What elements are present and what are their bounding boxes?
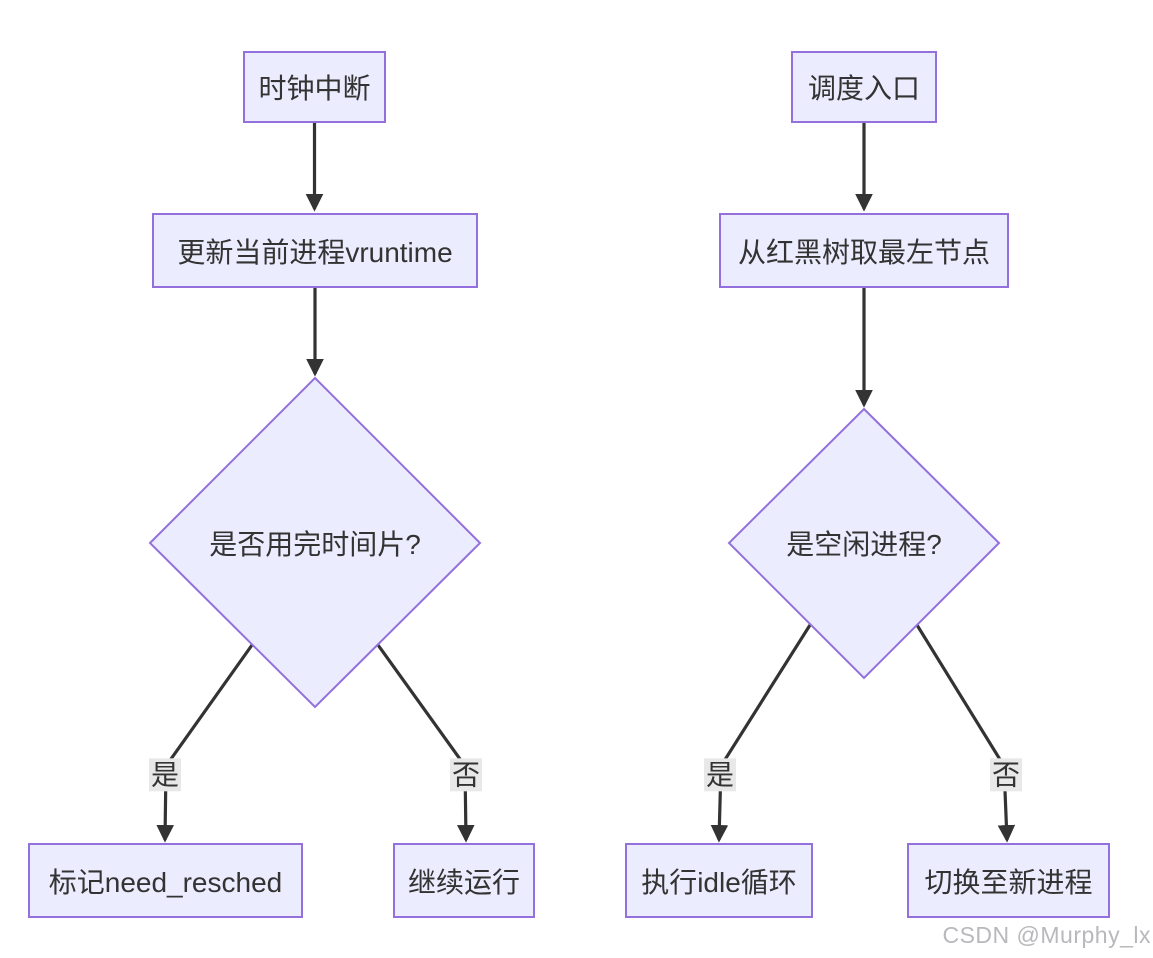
decision-diamond-idle [727,407,1001,680]
edge-decision-no-left [376,644,475,843]
edge-decision-no-right [915,624,1016,843]
node-idle-loop: 执行idle循环 [625,843,813,918]
decision-diamond-timeslice [148,376,482,709]
edge-label-no-right: 否 [989,758,1023,792]
edge-label-no-left: 否 [449,758,483,792]
node-continue-running: 继续运行 [393,843,535,918]
node-mark-need-resched: 标记need_resched [28,843,303,918]
node-clock-interrupt: 时钟中断 [243,51,386,123]
node-update-vruntime: 更新当前进程vruntime [152,213,478,288]
edge-decision-yes-right [710,624,812,843]
watermark: CSDN @Murphy_lx [942,922,1151,948]
node-pick-leftmost: 从红黑树取最左节点 [719,213,1009,288]
edge-label-yes-right: 是 [703,758,737,792]
node-switch-process: 切换至新进程 [907,843,1110,918]
edge-decision-yes-left [156,644,254,843]
edge-label-yes-left: 是 [148,758,182,792]
node-sched-entry: 调度入口 [791,51,937,123]
